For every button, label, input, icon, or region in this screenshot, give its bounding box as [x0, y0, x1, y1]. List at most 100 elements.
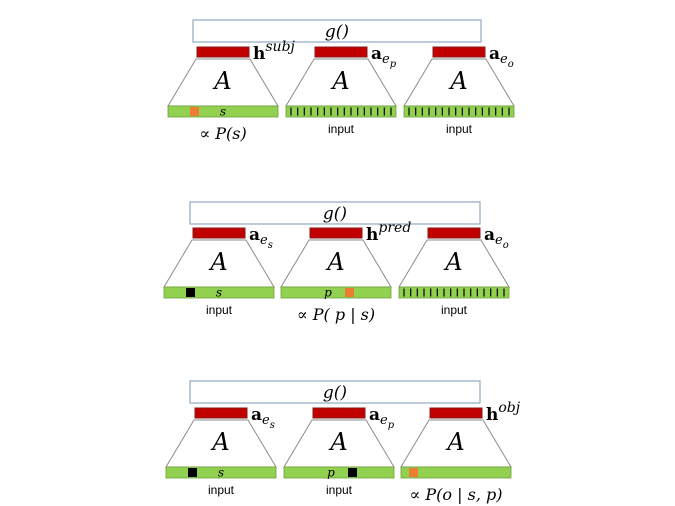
g-function-box	[189, 380, 481, 404]
vector-subscript: e	[382, 52, 390, 67]
vector-symbol: h	[253, 44, 265, 64]
tick-marks-icon	[290, 107, 392, 116]
output-vector-bar	[427, 227, 481, 239]
output-vector-bar	[309, 227, 363, 239]
vector-subscript: e	[262, 413, 270, 428]
vector-subsubscript: p	[390, 59, 397, 70]
output-vector-bar	[192, 227, 246, 239]
encoder-label: A	[328, 428, 347, 456]
input-caption: input	[206, 303, 233, 317]
vector-superscript: obj	[498, 400, 520, 416]
black-square-marker-icon	[348, 468, 357, 477]
vector-symbol: a	[484, 225, 495, 245]
output-vector-bar	[432, 46, 486, 58]
vector-symbol: a	[369, 405, 380, 425]
input-letter: s	[216, 286, 222, 300]
vector-subscript: e	[500, 52, 508, 67]
orange-square-marker-icon	[345, 288, 354, 297]
encoder-label: A	[208, 248, 227, 276]
vector-label: aep	[371, 44, 397, 70]
output-vector-bar	[429, 407, 483, 419]
vector-label: aeo	[484, 225, 509, 251]
vector-superscript: pred	[378, 220, 411, 236]
input-letter: s	[218, 466, 224, 480]
encoder-label: A	[448, 67, 467, 95]
vector-subsubscript: p	[388, 420, 395, 431]
encoder-label: A	[445, 428, 464, 456]
probability-caption: ∝ P( p | s)	[297, 305, 375, 324]
black-square-marker-icon	[188, 468, 197, 477]
vector-symbol: a	[489, 44, 500, 64]
encoder-label: A	[443, 248, 462, 276]
probability-caption: ∝ P(o | s, p)	[410, 485, 503, 504]
vector-symbol: a	[251, 405, 262, 425]
vector-label: aes	[249, 225, 273, 251]
g-function-box	[189, 201, 481, 225]
input-vector-bar	[167, 105, 279, 118]
g-function-label: g()	[323, 383, 347, 403]
vector-symbol: h	[486, 405, 498, 425]
tick-marks-icon	[408, 107, 510, 116]
vector-symbol: a	[371, 44, 382, 64]
input-letter: s	[220, 105, 226, 119]
input-vector-bar	[280, 286, 392, 299]
input-caption: input	[328, 122, 355, 136]
input-vector-bar	[403, 105, 515, 118]
encoder-label: A	[210, 428, 229, 456]
black-square-marker-icon	[186, 288, 195, 297]
tick-marks-icon	[403, 288, 505, 297]
input-caption: input	[208, 483, 235, 497]
output-vector-bar	[196, 46, 250, 58]
vector-subscript: e	[260, 233, 268, 248]
vector-label: hsubj	[253, 39, 296, 64]
input-vector-bar	[400, 466, 512, 479]
g-function-label: g()	[325, 22, 349, 42]
vector-subsubscript: o	[508, 59, 514, 70]
vector-label: aep	[369, 405, 395, 431]
vector-symbol: h	[366, 225, 378, 245]
input-letter: p	[327, 466, 335, 480]
input-caption: input	[446, 122, 473, 136]
input-vector-bar	[283, 466, 395, 479]
vector-symbol: a	[249, 225, 260, 245]
vector-subsubscript: s	[270, 420, 275, 431]
input-letter: p	[324, 286, 332, 300]
g-function-box	[192, 19, 482, 43]
input-vector-bar	[165, 466, 277, 479]
input-vector-bar	[163, 286, 275, 299]
output-vector-bar	[194, 407, 248, 419]
encoder-label: A	[330, 67, 349, 95]
input-caption: input	[441, 303, 468, 317]
orange-square-marker-icon	[409, 468, 418, 477]
vector-superscript: subj	[265, 39, 295, 55]
encoder-label: A	[212, 67, 231, 95]
orange-square-marker-icon	[190, 107, 199, 116]
input-vector-bar	[285, 105, 397, 118]
vector-label: hpred	[366, 220, 411, 245]
vector-label: aeo	[489, 44, 514, 70]
vector-label: hobj	[486, 400, 521, 425]
vector-label: aes	[251, 405, 275, 431]
output-vector-bar	[314, 46, 368, 58]
vector-subsubscript: s	[268, 240, 273, 251]
output-vector-bar	[312, 407, 366, 419]
probability-caption: ∝ P(s)	[199, 124, 246, 143]
vector-subsubscript: o	[503, 240, 509, 251]
g-function-label: g()	[323, 204, 347, 224]
vector-subscript: e	[380, 413, 388, 428]
vector-subscript: e	[495, 233, 503, 248]
input-caption: input	[326, 483, 353, 497]
input-vector-bar	[398, 286, 510, 299]
